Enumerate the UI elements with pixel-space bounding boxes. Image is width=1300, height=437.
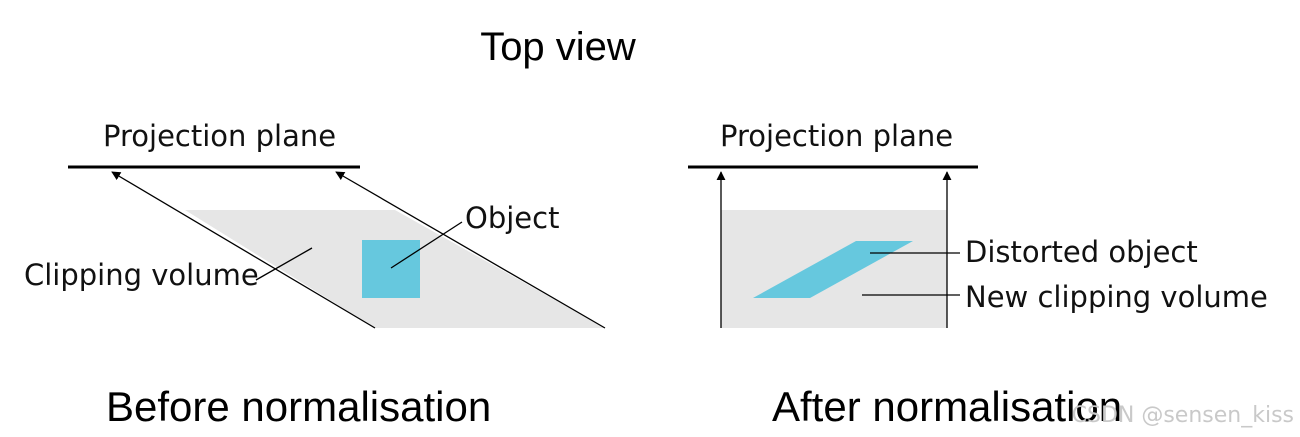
clipping-leader-line xyxy=(255,247,313,281)
distorted-object-shape xyxy=(753,241,913,298)
page-title: Top view xyxy=(480,25,636,69)
projection-plane-label: Projection plane xyxy=(720,119,953,153)
after-caption: After normalisation xyxy=(772,383,1122,430)
before-caption: Before normalisation xyxy=(106,383,491,430)
object-shape xyxy=(362,240,420,298)
distorted-object-label: Distorted object xyxy=(965,235,1198,269)
object-leader-line xyxy=(390,221,463,269)
projection-plane-label: Projection plane xyxy=(103,119,336,153)
after-panel: Projection plane Distorted object New cl… xyxy=(688,119,1268,430)
new-clipping-volume-label: New clipping volume xyxy=(965,280,1268,314)
projector-line-right xyxy=(335,171,606,329)
before-panel: Projection plane Object Clipping volume … xyxy=(24,119,606,430)
projector-line-left xyxy=(111,171,376,329)
object-label: Object xyxy=(465,201,559,235)
clipping-volume-label: Clipping volume xyxy=(24,258,259,292)
watermark: CSDN @sensen_kiss xyxy=(1072,403,1294,428)
